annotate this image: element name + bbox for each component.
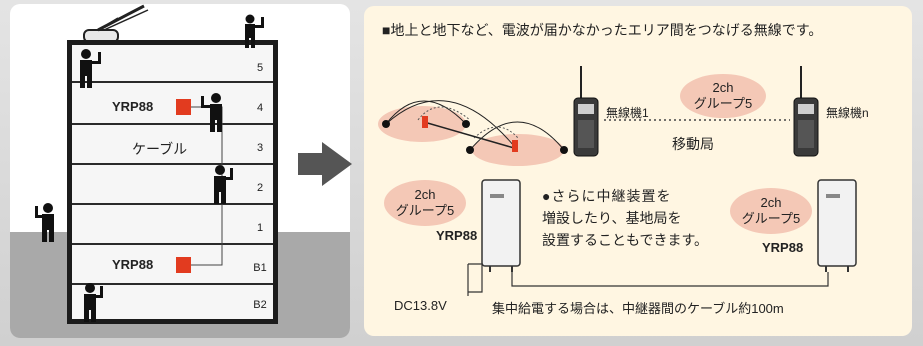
rooftop-antenna-icon: [83, 4, 149, 43]
left-ch-line2: グループ5: [395, 203, 455, 218]
right-ch-line1: 2ch: [760, 195, 782, 210]
cable-line: [191, 106, 223, 266]
right-ch-line2: グループ5: [741, 211, 801, 226]
person-radio-icon: [35, 203, 54, 242]
floor-label: 3: [256, 142, 264, 154]
handheld-radio-icon: [793, 66, 819, 157]
floor-label: B2: [253, 299, 267, 311]
note-line3: 設置することもできます。: [542, 232, 709, 248]
radion-label: 無線機n: [826, 106, 869, 120]
channel-bubble: 2ch グループ5: [680, 74, 766, 118]
floor-label: 1: [256, 222, 264, 234]
power-cable-lines: [467, 263, 829, 296]
repeater-bottom-icon: [176, 257, 191, 273]
left-ch-line1: 2ch: [414, 187, 436, 202]
floor-divider: [72, 283, 273, 285]
person-radio-icon: [201, 93, 222, 132]
floor-label: 5: [256, 62, 264, 74]
floor-label: 4: [256, 102, 264, 114]
person-radio-icon: [80, 49, 101, 88]
note-line2: 増設したり、基地局を: [542, 210, 682, 226]
person-radio-icon: [245, 14, 264, 48]
floor-divider: [72, 243, 273, 245]
channel-line1: 2ch: [712, 80, 734, 95]
panel-heading: ■地上と地下など、電波が届かなかったエリア間をつなげる無線です。: [382, 22, 823, 38]
left-channel-bubble: 2ch グループ5: [384, 180, 466, 226]
cable-length-note: 集中給電する場合は、中継器間のケーブル約100m: [492, 301, 784, 316]
right-channel-bubble: 2ch グループ5: [730, 188, 812, 234]
repeater-label-top: YRP88: [112, 99, 154, 114]
radio-link-dotted-line: [604, 119, 790, 121]
building: 5 4 3 2 1 B1 B2 YRP88 YRP88 ケーブル: [67, 40, 278, 324]
relay-arc-diagram: [378, 100, 568, 166]
explanation-panel: ■地上と地下など、電波が届かなかったエリア間をつなげる無線です。 無線機1 無線…: [364, 6, 912, 336]
floor-divider: [72, 81, 273, 83]
repeater-top-icon: [176, 99, 191, 115]
note-line1: ●さらに中継装置を: [542, 188, 672, 204]
floor-label: B1: [253, 262, 267, 274]
right-repeater-model: YRP88: [762, 240, 804, 255]
repeater-unit-icon: [817, 179, 857, 272]
repeater-label-bottom: YRP88: [112, 257, 154, 272]
left-repeater-model: YRP88: [436, 228, 478, 243]
person-radio-icon: [84, 283, 103, 322]
floor-divider: [72, 163, 273, 165]
floor-divider: [72, 123, 273, 125]
floor-label: 2: [256, 182, 264, 194]
mobile-station-label: 移動局: [672, 136, 714, 152]
dc-voltage-label: DC13.8V: [394, 298, 447, 313]
floor-divider: [72, 203, 273, 205]
person-radio-icon: [214, 165, 233, 204]
arrow-right-icon: [298, 142, 352, 186]
handheld-radio-icon: [573, 66, 599, 157]
radio1-label: 無線機1: [606, 106, 649, 120]
building-panel: 5 4 3 2 1 B1 B2 YRP88 YRP88 ケーブル: [10, 4, 350, 338]
channel-line2: グループ5: [693, 96, 753, 111]
cable-label: ケーブル: [132, 141, 188, 157]
repeater-unit-icon: [481, 179, 521, 272]
